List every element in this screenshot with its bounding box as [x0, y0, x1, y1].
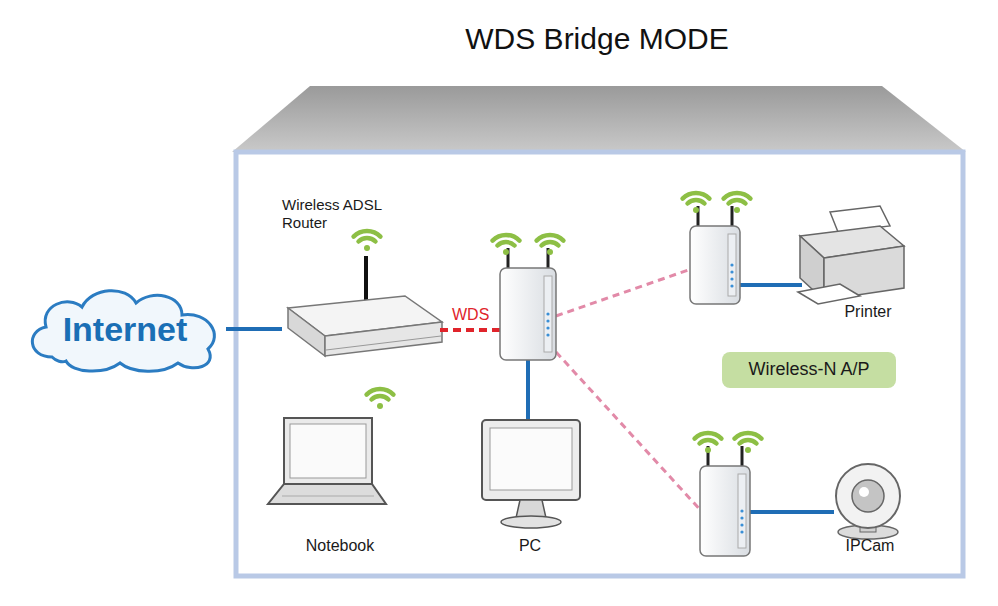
illustration-part [544, 276, 552, 352]
illustration-part [730, 263, 733, 266]
illustration-part [364, 245, 370, 251]
router-device: Wireless ADSL Router [282, 196, 402, 364]
wds-link [440, 330, 502, 331]
diagram-title: WDS Bridge MODE [0, 22, 998, 56]
pc-device: PC [500, 536, 560, 562]
illustration-part [542, 242, 559, 246]
illustration-part [730, 284, 733, 287]
illustration-part [700, 440, 717, 444]
illustration-part [683, 193, 710, 199]
illustration-part [748, 510, 834, 514]
illustration-part [740, 516, 743, 519]
illustration-part [282, 496, 374, 497]
illustration-part [526, 356, 530, 422]
cloud-shape [32, 291, 214, 372]
illustration-part [546, 326, 549, 329]
illustration-part [232, 86, 966, 152]
cloud-label: Internet [63, 309, 188, 350]
illustration-part [738, 474, 746, 548]
network-cable [226, 329, 282, 330]
illustration-part [724, 193, 751, 199]
illustration-part [745, 447, 751, 453]
ipcam-picture [836, 464, 900, 539]
pc-picture [482, 420, 580, 528]
illustration-part [735, 433, 762, 439]
illustration-part [556, 268, 694, 316]
illustration-part [738, 283, 802, 287]
illustration-part [284, 418, 372, 484]
illustration-part [728, 234, 736, 296]
device-label: PC [519, 536, 541, 555]
illustration-part [546, 319, 549, 322]
illustration-part [501, 516, 561, 528]
illustration-part [236, 152, 963, 576]
illustration-part [740, 509, 743, 512]
illustration-part [354, 231, 381, 237]
printer-device: Printer [830, 302, 906, 328]
illustration-part [372, 396, 389, 400]
router-picture [288, 256, 442, 356]
access-points [500, 206, 750, 556]
illustration-part [498, 242, 515, 246]
illustration-part [377, 403, 383, 409]
notebook-device: Notebook [288, 536, 392, 562]
cable-line [226, 327, 282, 331]
illustration-part [268, 484, 386, 504]
illustration-part [288, 308, 325, 356]
illustration-part [730, 270, 733, 273]
device-label: IPCam [846, 536, 895, 555]
illustration-part [740, 530, 743, 533]
illustration-part [729, 200, 746, 204]
illustration-part [290, 424, 366, 478]
illustration-part [493, 235, 520, 241]
illustration-part [325, 322, 442, 356]
illustration-part [705, 447, 711, 453]
illustration-part [537, 235, 564, 241]
printer-picture [798, 206, 904, 304]
illustration-part [740, 440, 757, 444]
illustration-part [695, 433, 722, 439]
illustration-part [490, 428, 572, 490]
illustration-part [798, 284, 860, 304]
access-point [500, 268, 556, 360]
access-point [690, 226, 740, 304]
illustration-part [688, 200, 705, 204]
device-label: Notebook [306, 536, 375, 555]
illustration-part [836, 464, 900, 528]
access-point-tag: Wireless-N A/P [722, 352, 896, 388]
illustration-part [546, 312, 549, 315]
illustration-part [730, 277, 733, 280]
ipcam-device: IPCam [830, 536, 910, 562]
illustration-part [547, 249, 553, 255]
internet-cloud: Internet [22, 283, 228, 375]
link-label: WDS [450, 306, 491, 324]
illustration-part [852, 480, 884, 512]
notebook-picture [268, 418, 386, 504]
illustration-part [546, 333, 549, 336]
illustration-part [359, 238, 376, 242]
access-point [700, 466, 750, 556]
illustration-part [859, 487, 869, 497]
device-label: Wireless-N A/P [748, 359, 869, 381]
device-label: Wireless ADSL Router [282, 196, 394, 232]
illustration-part [326, 336, 441, 350]
illustration-part [740, 523, 743, 526]
illustration-part [503, 249, 509, 255]
illustration-part [367, 389, 394, 395]
wifi-signals [354, 193, 762, 453]
device-label: Printer [844, 302, 891, 321]
illustration-part [693, 207, 699, 213]
illustration-part [734, 207, 740, 213]
illustration-part [482, 420, 580, 500]
illustration-part [364, 256, 368, 303]
illustration-part [440, 328, 502, 332]
house [232, 86, 966, 576]
